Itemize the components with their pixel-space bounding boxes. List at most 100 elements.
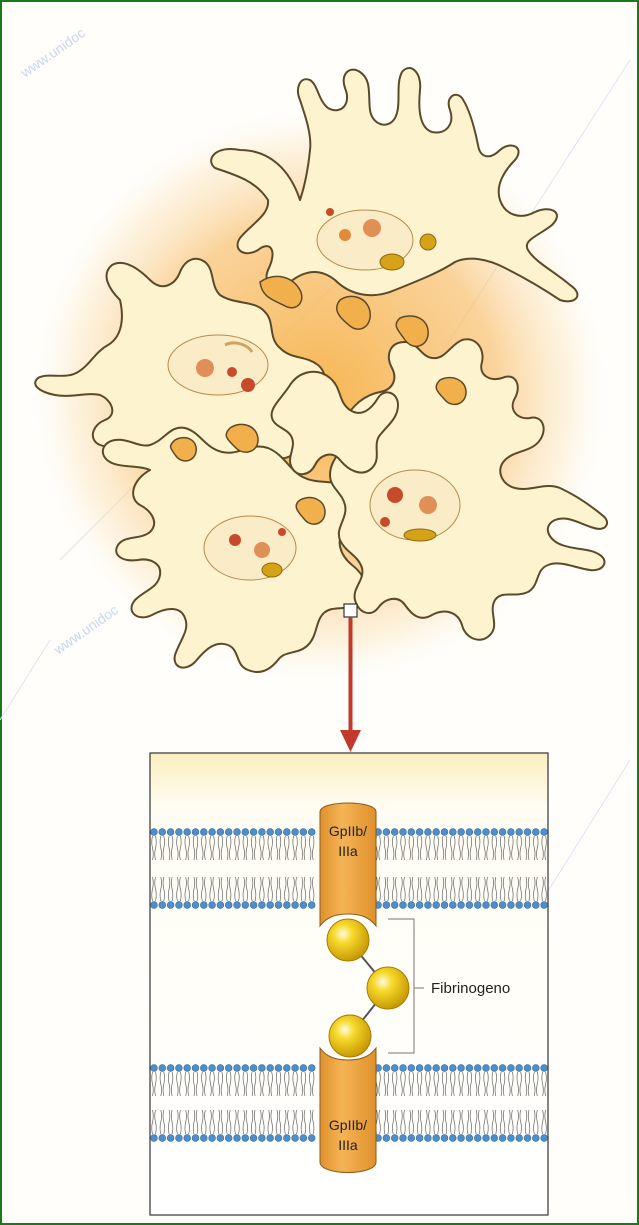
- lipid-head: [184, 829, 191, 836]
- lipid-head: [308, 1135, 315, 1142]
- lipid-head: [292, 829, 299, 836]
- lipid-head: [458, 1135, 465, 1142]
- lipid-head: [192, 902, 199, 909]
- lipid-head: [200, 1135, 207, 1142]
- lipid-head: [391, 1135, 398, 1142]
- lipid-head: [259, 1135, 266, 1142]
- lipid-head: [242, 902, 249, 909]
- lipid-head: [200, 829, 207, 836]
- lipid-head: [242, 829, 249, 836]
- lipid-head: [532, 1135, 539, 1142]
- lipid-head: [499, 902, 506, 909]
- lipid-head: [300, 829, 307, 836]
- lipid-head: [267, 902, 274, 909]
- lipid-head: [209, 1065, 216, 1072]
- lipid-head: [308, 902, 315, 909]
- lipid-head: [541, 902, 548, 909]
- membrane-detail-inset: GpIIb/ IIIa GpIIb/ IIIa Fibrinogeno: [150, 753, 548, 1215]
- lipid-head: [300, 902, 307, 909]
- lipid-head: [283, 829, 290, 836]
- lipid-head: [491, 902, 498, 909]
- lipid-head: [400, 1065, 407, 1072]
- lipid-head: [433, 902, 440, 909]
- granule: [278, 528, 286, 536]
- mitochondrion: [262, 563, 282, 577]
- lipid-head: [151, 829, 158, 836]
- lipid-head: [400, 829, 407, 836]
- lipid-head: [159, 1065, 166, 1072]
- lipid-head: [508, 1135, 515, 1142]
- lipid-head: [541, 829, 548, 836]
- lipid-head: [483, 1065, 490, 1072]
- lipid-head: [474, 829, 481, 836]
- granule: [229, 534, 241, 546]
- lipid-head: [308, 829, 315, 836]
- lipid-head: [209, 1135, 216, 1142]
- lipid-head: [225, 1065, 232, 1072]
- receptor-gpiib-iiia-bottom: [320, 1048, 376, 1173]
- lipid-head: [416, 902, 423, 909]
- lipid-head: [458, 902, 465, 909]
- granule: [196, 359, 214, 377]
- granule: [387, 487, 403, 503]
- lipid-head: [532, 829, 539, 836]
- lipid-head: [408, 902, 415, 909]
- granule: [241, 378, 255, 392]
- lipid-head: [449, 1065, 456, 1072]
- lipid-head: [541, 1065, 548, 1072]
- lipid-head: [508, 902, 515, 909]
- granule: [339, 229, 351, 241]
- lipid-head: [474, 1135, 481, 1142]
- receptor-top-label-line1: GpIIb/: [329, 823, 367, 839]
- zoom-arrow-head: [340, 730, 361, 752]
- lipid-head: [383, 829, 390, 836]
- lipid-head: [259, 1065, 266, 1072]
- lipid-head: [192, 829, 199, 836]
- lipid-head: [234, 1065, 241, 1072]
- lipid-head: [483, 902, 490, 909]
- lipid-head: [516, 1065, 523, 1072]
- lipid-head: [217, 902, 224, 909]
- receptor-bottom-label-line1: GpIIb/: [329, 1117, 367, 1133]
- lipid-head: [234, 1135, 241, 1142]
- lipid-head: [458, 1065, 465, 1072]
- receptor-bottom-label-line2: IIIa: [338, 1137, 358, 1153]
- lipid-head: [209, 829, 216, 836]
- lipid-head: [308, 1065, 315, 1072]
- lipid-head: [167, 1135, 174, 1142]
- watermark-line: [0, 640, 50, 720]
- lipid-head: [151, 1065, 158, 1072]
- lipid-head: [499, 829, 506, 836]
- zoom-region-marker: [344, 604, 357, 617]
- lipid-head: [159, 902, 166, 909]
- lipid-head: [491, 829, 498, 836]
- lipid-head: [167, 902, 174, 909]
- lipid-head: [383, 1135, 390, 1142]
- lipid-head: [416, 829, 423, 836]
- lipid-head: [283, 1135, 290, 1142]
- lipid-head: [391, 1065, 398, 1072]
- lipid-head: [466, 1065, 473, 1072]
- lipid-head: [524, 1135, 531, 1142]
- lipid-head: [425, 1135, 432, 1142]
- lipid-head: [508, 829, 515, 836]
- lipid-head: [267, 1065, 274, 1072]
- watermark-text: www.unidoc: [17, 25, 88, 82]
- receptor-gpiib-iiia-top: [320, 803, 376, 926]
- lipid-head: [524, 1065, 531, 1072]
- lipid-head: [275, 1135, 282, 1142]
- lipid-head: [441, 902, 448, 909]
- lipid-head: [225, 902, 232, 909]
- lipid-head: [408, 1135, 415, 1142]
- lipid-head: [217, 1135, 224, 1142]
- lipid-head: [425, 829, 432, 836]
- receptor-top-label-line2: IIIa: [338, 843, 358, 859]
- lipid-head: [234, 829, 241, 836]
- lipid-head: [209, 902, 216, 909]
- lipid-head: [176, 1065, 183, 1072]
- lipid-head: [524, 829, 531, 836]
- lipid-head: [200, 1065, 207, 1072]
- lipid-head: [400, 1135, 407, 1142]
- lipid-head: [184, 1065, 191, 1072]
- lipid-head: [192, 1065, 199, 1072]
